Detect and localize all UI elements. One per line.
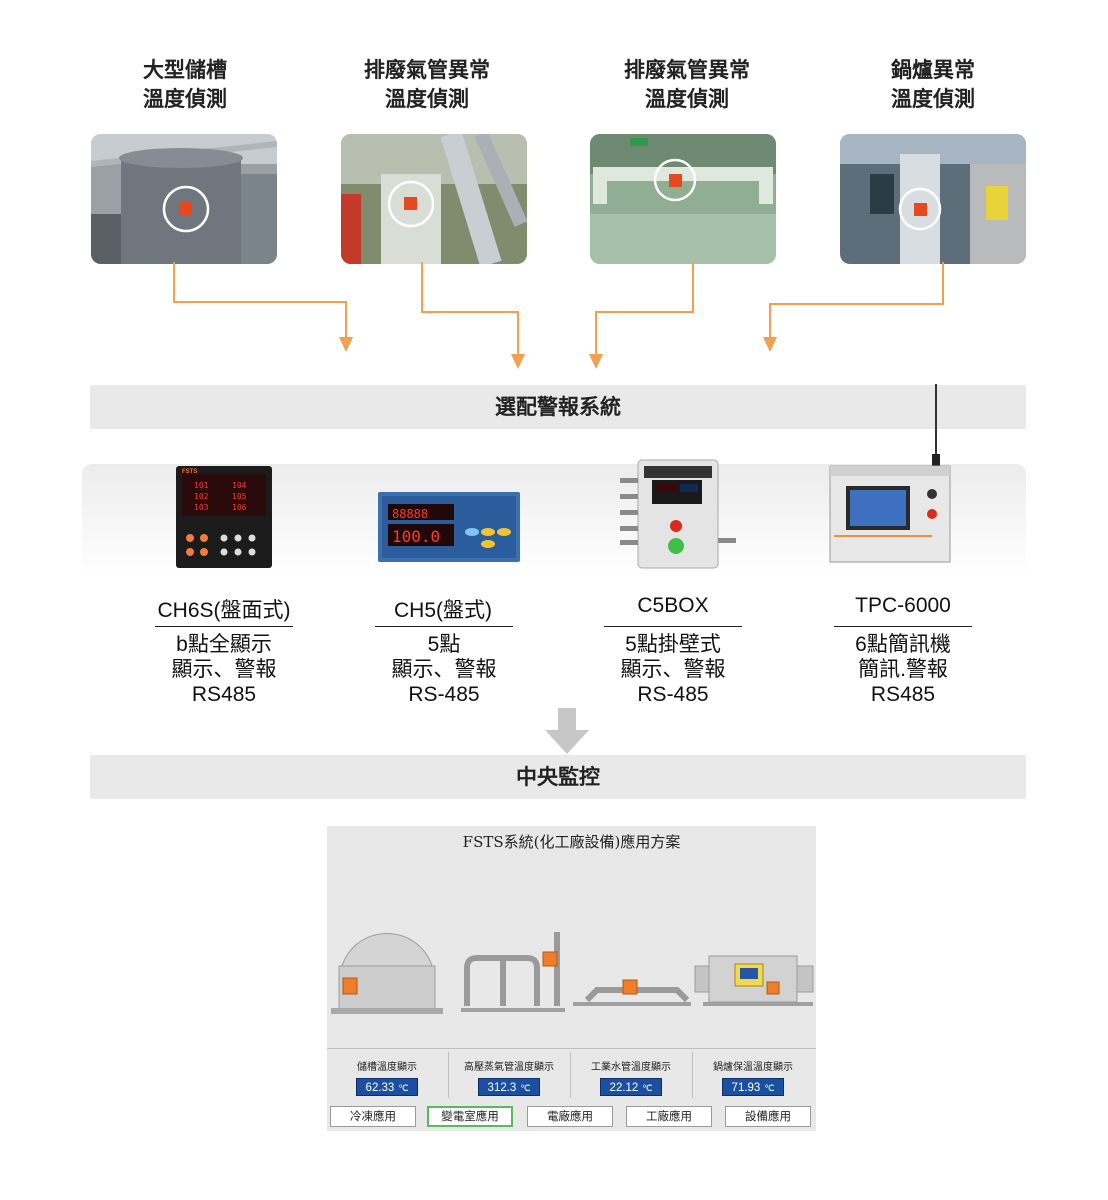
spec-line: 簡訊.警報 bbox=[858, 658, 948, 681]
photo-storage-tank bbox=[91, 134, 277, 264]
readout-unit: ℃ bbox=[764, 1083, 775, 1093]
readout-unit: ℃ bbox=[398, 1083, 409, 1093]
alarm-system-band: 選配警報系統 bbox=[90, 385, 1026, 429]
refrigeration-app-button[interactable]: 冷凍應用 bbox=[330, 1106, 416, 1127]
readout-separator bbox=[448, 1052, 449, 1098]
device-c5box-image bbox=[608, 458, 740, 574]
spec-line: RS485 bbox=[870, 683, 936, 706]
spec-line: RS485 bbox=[191, 683, 257, 706]
readout-value: 62.33 bbox=[365, 1082, 395, 1094]
equipment-app-button[interactable]: 設備應用 bbox=[725, 1106, 811, 1127]
svg-text:FSTS: FSTS bbox=[182, 469, 197, 475]
source-title-line1: 排廢氣管異常 bbox=[624, 58, 750, 82]
readout-separator bbox=[570, 1052, 571, 1098]
readout-unit: ℃ bbox=[520, 1083, 531, 1093]
device-divider bbox=[375, 626, 513, 627]
readout-tank: 儲槽溫度顯示 62.33℃ bbox=[327, 1058, 447, 1096]
device-tpc6000-image bbox=[824, 384, 958, 570]
spec-line: 顯示、警報 bbox=[391, 658, 497, 681]
tank-illustration bbox=[331, 933, 443, 1014]
monitoring-panel: FSTS系統(化工廠設備)應用方案 bbox=[327, 826, 816, 1131]
svg-text:106: 106 bbox=[232, 503, 247, 512]
svg-text:102: 102 bbox=[194, 492, 209, 501]
spec-line: 6點簡訊機 bbox=[855, 633, 951, 656]
source-title-boiler: 鍋爐異常 溫度偵測 bbox=[833, 56, 1033, 114]
source-title-line2: 溫度偵測 bbox=[645, 87, 729, 111]
boiler-illustration bbox=[694, 955, 814, 1006]
panel-divider bbox=[327, 1048, 816, 1049]
readout-boiler: 鍋爐保溫溫度顯示 71.93℃ bbox=[693, 1058, 813, 1096]
readout-value: 312.3 bbox=[487, 1082, 517, 1094]
spec-line: RS-485 bbox=[637, 683, 709, 706]
equipment-illustration bbox=[331, 932, 814, 1014]
source-title-line1: 鍋爐異常 bbox=[891, 58, 975, 82]
device-name-tpc6000: TPC-6000 bbox=[855, 594, 951, 617]
svg-text:105: 105 bbox=[232, 492, 247, 501]
svg-text:100.0: 100.0 bbox=[392, 527, 440, 546]
device-ch6s-image: 101 104 102 105 103 106 FSTS bbox=[176, 466, 272, 574]
substation-app-button[interactable]: 變電室應用 bbox=[427, 1106, 513, 1127]
central-monitoring-label: 中央監控 bbox=[516, 765, 600, 789]
spec-line: 5點掛壁式 bbox=[625, 633, 721, 656]
readout-value-box: 71.93℃ bbox=[722, 1078, 784, 1096]
readout-label: 高壓蒸氣管溫度顯示 bbox=[464, 1062, 554, 1073]
spec-line: 顯示、警報 bbox=[620, 658, 726, 681]
device-spec-c5box: 5點掛壁式 顯示、警報 RS-485 bbox=[588, 632, 758, 707]
steam-pipe-illustration bbox=[464, 932, 560, 1006]
readout-value-box: 62.33℃ bbox=[356, 1078, 418, 1096]
device-name-ch6s: CH6S(盤面式) bbox=[157, 599, 291, 622]
source-title-line1: 排廢氣管異常 bbox=[364, 58, 490, 82]
source-title-line2: 溫度偵測 bbox=[143, 87, 227, 111]
device-ch5-image: 88888 100.0 bbox=[378, 492, 520, 568]
device-name-c5box: C5BOX bbox=[637, 594, 709, 617]
power-plant-app-button[interactable]: 電廠應用 bbox=[527, 1106, 613, 1127]
source-title-tank: 大型儲槽 溫度偵測 bbox=[85, 56, 285, 114]
flow-arrows bbox=[173, 262, 944, 369]
panel-title: FSTS系統(化工廠設備)應用方案 bbox=[462, 833, 681, 851]
device-spec-tpc6000: 6點簡訊機 簡訊.警報 RS485 bbox=[818, 632, 988, 707]
readout-separator bbox=[692, 1052, 693, 1098]
readout-value: 71.93 bbox=[731, 1082, 761, 1094]
device-divider bbox=[155, 626, 293, 627]
device-divider bbox=[834, 626, 972, 627]
factory-app-button[interactable]: 工廠應用 bbox=[626, 1106, 712, 1127]
source-title-line2: 溫度偵測 bbox=[385, 87, 469, 111]
device-spec-ch5: 5點 顯示、警報 RS-485 bbox=[359, 632, 529, 707]
photo-exhaust-pipe-1 bbox=[341, 134, 527, 264]
arrow-down-icon bbox=[545, 708, 589, 754]
readout-value-box: 22.12℃ bbox=[600, 1078, 662, 1096]
photo-exhaust-pipe-2 bbox=[590, 134, 776, 264]
spec-line: b點全顯示 bbox=[176, 633, 272, 656]
device-spec-ch6s: b點全顯示 顯示、警報 RS485 bbox=[139, 632, 309, 707]
svg-text:101: 101 bbox=[194, 481, 209, 490]
source-title-exhaust-2: 排廢氣管異常 溫度偵測 bbox=[587, 56, 787, 114]
svg-text:104: 104 bbox=[232, 481, 247, 490]
source-title-exhaust-1: 排廢氣管異常 溫度偵測 bbox=[327, 56, 527, 114]
spec-line: 5點 bbox=[427, 633, 461, 656]
readout-label: 鍋爐保溫溫度顯示 bbox=[713, 1062, 793, 1073]
alarm-system-label: 選配警報系統 bbox=[495, 395, 621, 419]
readout-label: 儲槽溫度顯示 bbox=[357, 1062, 417, 1073]
source-title-line1: 大型儲槽 bbox=[143, 58, 227, 82]
readout-value-box: 312.3℃ bbox=[478, 1078, 540, 1096]
readout-unit: ℃ bbox=[642, 1083, 653, 1093]
device-name-ch5: CH5(盤式) bbox=[394, 599, 492, 622]
spec-line: 顯示、警報 bbox=[171, 658, 277, 681]
device-divider bbox=[604, 626, 742, 627]
spec-line: RS-485 bbox=[408, 683, 480, 706]
svg-text:103: 103 bbox=[194, 503, 209, 512]
photo-boiler bbox=[840, 134, 1026, 264]
readout-label: 工業水管溫度顯示 bbox=[591, 1062, 671, 1073]
svg-text:88888: 88888 bbox=[392, 507, 428, 521]
central-monitoring-band: 中央監控 bbox=[90, 755, 1026, 799]
readout-steam-pipe: 高壓蒸氣管溫度顯示 312.3℃ bbox=[449, 1058, 569, 1096]
readout-value: 22.12 bbox=[609, 1082, 639, 1094]
source-title-line2: 溫度偵測 bbox=[891, 87, 975, 111]
readout-water-pipe: 工業水管溫度顯示 22.12℃ bbox=[571, 1058, 691, 1096]
